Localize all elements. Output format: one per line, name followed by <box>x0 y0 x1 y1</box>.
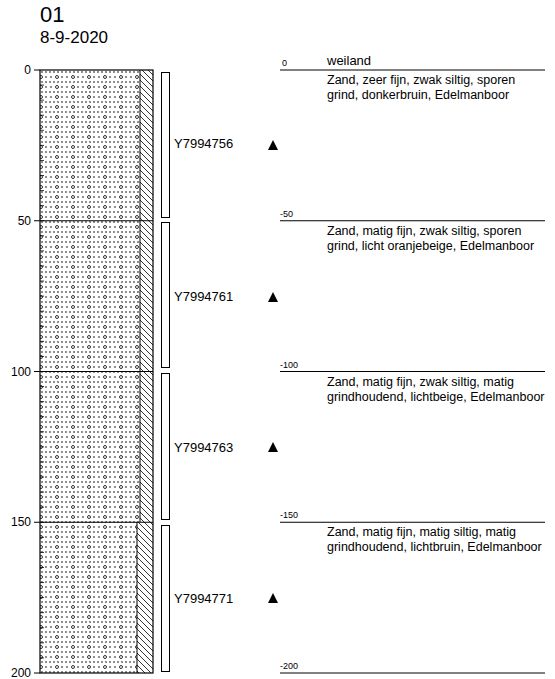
minor-tick <box>40 627 44 628</box>
minor-tick <box>40 100 44 101</box>
minor-tick <box>40 281 44 282</box>
sample-bar: Y7994763 <box>161 373 170 520</box>
minor-tick <box>40 175 44 176</box>
minor-tick <box>40 190 44 191</box>
layer-boundary <box>40 522 153 523</box>
minor-tick <box>40 522 44 523</box>
depth-scale: 150 <box>11 515 31 529</box>
minor-tick <box>40 386 44 387</box>
layer-description: Zand, matig fijn, zwak siltig, matig gri… <box>327 375 549 405</box>
sample-id: Y7994756 <box>174 136 233 152</box>
minor-tick <box>40 296 44 297</box>
depth-value: -200 <box>280 661 298 672</box>
sand-layer <box>40 522 137 673</box>
minor-tick <box>40 250 44 251</box>
date: 8-9-2020 <box>40 28 108 48</box>
minor-tick <box>40 115 44 116</box>
minor-tick <box>40 311 44 312</box>
minor-tick <box>40 205 44 206</box>
sample-id: Y7994771 <box>174 591 233 607</box>
sample-id: Y7994763 <box>174 440 233 456</box>
depth-rule <box>280 70 545 71</box>
depth-scale: 0 <box>24 63 31 77</box>
minor-tick <box>40 552 44 553</box>
depth-scale: 200 <box>11 666 31 679</box>
layer-description: Zand, matig fijn, matig siltig, matig gr… <box>327 525 549 555</box>
minor-tick <box>40 235 44 236</box>
sample-triangle <box>268 292 278 302</box>
sample-bar: Y7994771 <box>161 525 170 672</box>
depth-value: 0 <box>282 58 287 69</box>
minor-tick <box>40 371 44 372</box>
axis-tick <box>34 371 40 372</box>
depth-ticks <box>34 70 44 673</box>
sample-id: Y7994761 <box>174 289 233 305</box>
minor-tick <box>40 341 44 342</box>
axis-tick <box>34 522 40 523</box>
minor-tick <box>40 401 44 402</box>
depth-rule <box>280 673 545 674</box>
minor-tick <box>40 160 44 161</box>
sample-triangle <box>268 442 278 452</box>
minor-tick <box>40 356 44 357</box>
depth-value: -50 <box>280 209 293 220</box>
minor-tick <box>40 130 44 131</box>
minor-tick <box>40 326 44 327</box>
depth-scale: 50 <box>18 214 31 228</box>
minor-tick <box>40 597 44 598</box>
depth-rule <box>280 522 545 523</box>
layer-boundary <box>40 371 153 372</box>
minor-tick <box>40 431 44 432</box>
depth-rule <box>280 371 545 372</box>
minor-tick <box>40 537 44 538</box>
layer-boundary <box>40 220 153 221</box>
minor-tick <box>40 657 44 658</box>
column-outline <box>40 70 153 673</box>
minor-tick <box>40 492 44 493</box>
depth-scale: 100 <box>11 364 31 378</box>
strip-border <box>140 70 141 522</box>
layer-description: Zand, matig fijn, zwak siltig, sporen gr… <box>327 224 549 254</box>
minor-tick <box>40 567 44 568</box>
strip-border <box>137 522 138 673</box>
minor-tick <box>40 582 44 583</box>
silt-strip <box>140 70 153 522</box>
minor-tick <box>40 265 44 266</box>
borehole-number: 01 <box>40 2 64 28</box>
layer-description: Zand, zeer fijn, zwak siltig, sporen gri… <box>327 73 549 103</box>
sample-triangle <box>268 593 278 603</box>
sample-bar: Y7994761 <box>161 222 170 368</box>
axis-tick <box>34 673 40 674</box>
silt-strip <box>137 522 153 673</box>
sample-markers <box>268 140 278 603</box>
depth-rule <box>280 220 545 221</box>
axis-tick <box>34 220 40 221</box>
depth-value: -150 <box>280 510 298 521</box>
soil-column <box>40 70 153 673</box>
land-use: weiland <box>327 53 371 69</box>
description-rules <box>280 70 545 673</box>
minor-tick <box>40 612 44 613</box>
minor-tick <box>40 145 44 146</box>
sample-bar: Y7994756 <box>161 72 170 218</box>
minor-tick <box>40 477 44 478</box>
minor-tick <box>40 446 44 447</box>
minor-tick <box>40 507 44 508</box>
minor-tick <box>40 642 44 643</box>
minor-tick <box>40 416 44 417</box>
sample-triangle <box>268 140 278 150</box>
minor-tick <box>40 220 44 221</box>
minor-tick <box>40 85 44 86</box>
axis-tick <box>34 70 40 71</box>
sand-layer <box>40 70 140 522</box>
depth-value: -100 <box>280 360 298 371</box>
minor-tick <box>40 461 44 462</box>
